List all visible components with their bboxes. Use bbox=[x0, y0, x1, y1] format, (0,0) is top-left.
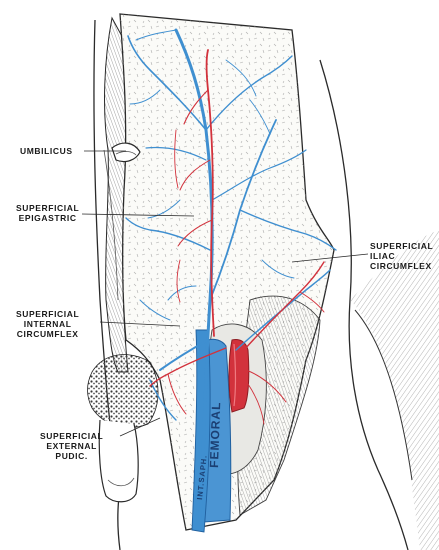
label-umbilicus: UMBILICUS bbox=[20, 146, 73, 156]
label-superficial-internal-circumflex-line-3: CIRCUMFLEX bbox=[16, 329, 79, 339]
label-superficial-external-pudic-line-3: PUDIC. bbox=[55, 451, 88, 461]
label-umbilicus-line-1: UMBILICUS bbox=[20, 146, 73, 156]
label-superficial-internal-circumflex-line-1: SUPERFICIAL bbox=[16, 309, 80, 319]
umbilicus bbox=[111, 142, 141, 163]
label-superficial-internal-circumflex: SUPERFICIAL INTERNAL CIRCUMFLEX bbox=[16, 309, 79, 339]
label-superficial-external-pudic-line-1: SUPERFICIAL bbox=[40, 431, 104, 441]
label-superficial-iliac-circumflex-line-3: CIRCUMFLEX bbox=[370, 261, 432, 271]
genitalia-outline bbox=[98, 419, 139, 503]
label-superficial-iliac-circumflex-line-1: SUPERFICIAL bbox=[370, 241, 434, 251]
label-superficial-epigastric-line-1: SUPERFICIAL bbox=[16, 203, 80, 213]
label-superficial-iliac-circumflex: SUPERFICIAL ILIAC CIRCUMFLEX bbox=[370, 241, 433, 271]
label-superficial-epigastric-line-2: EPIGASTRIC bbox=[18, 213, 77, 223]
leader-lines bbox=[81, 150, 369, 437]
superficial-arteries bbox=[149, 49, 325, 425]
femoral-label: FEMORAL bbox=[207, 401, 223, 468]
label-superficial-external-pudic-line-2: EXTERNAL bbox=[46, 441, 97, 451]
pubic-hair bbox=[87, 354, 159, 428]
femoral-artery bbox=[228, 339, 250, 413]
dissected-field bbox=[119, 13, 335, 531]
label-superficial-epigastric: SUPERFICIAL EPIGASTRIC bbox=[16, 203, 79, 223]
label-superficial-iliac-circumflex-line-2: ILIAC bbox=[370, 251, 396, 261]
label-superficial-internal-circumflex-line-2: INTERNAL bbox=[23, 319, 72, 329]
label-superficial-external-pudic: SUPERFICIAL EXTERNAL PUDIC. bbox=[40, 431, 103, 461]
